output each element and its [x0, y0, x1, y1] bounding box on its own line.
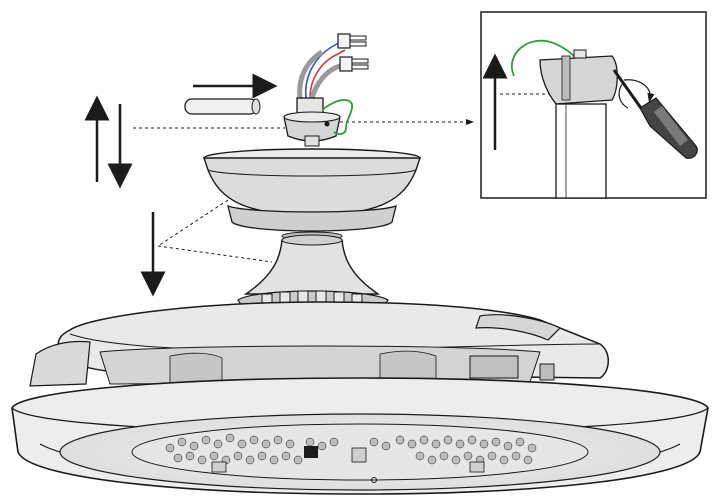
downrod-coupling	[283, 97, 341, 147]
hanger-pin	[184, 98, 261, 115]
screwdriver-icon	[612, 69, 698, 159]
led-center-block	[211, 446, 485, 483]
light-ring	[11, 377, 709, 495]
wire-connector-icon	[337, 33, 369, 72]
detail-inset	[480, 11, 707, 199]
dashed-guides	[133, 119, 474, 263]
ground-wire	[321, 99, 353, 135]
led-array	[165, 433, 537, 465]
wire-bundle	[297, 41, 346, 99]
inner-bowl	[99, 345, 555, 387]
rotation-arrow-icon	[618, 79, 655, 109]
canopy	[203, 148, 421, 241]
motor-housing	[237, 234, 389, 313]
